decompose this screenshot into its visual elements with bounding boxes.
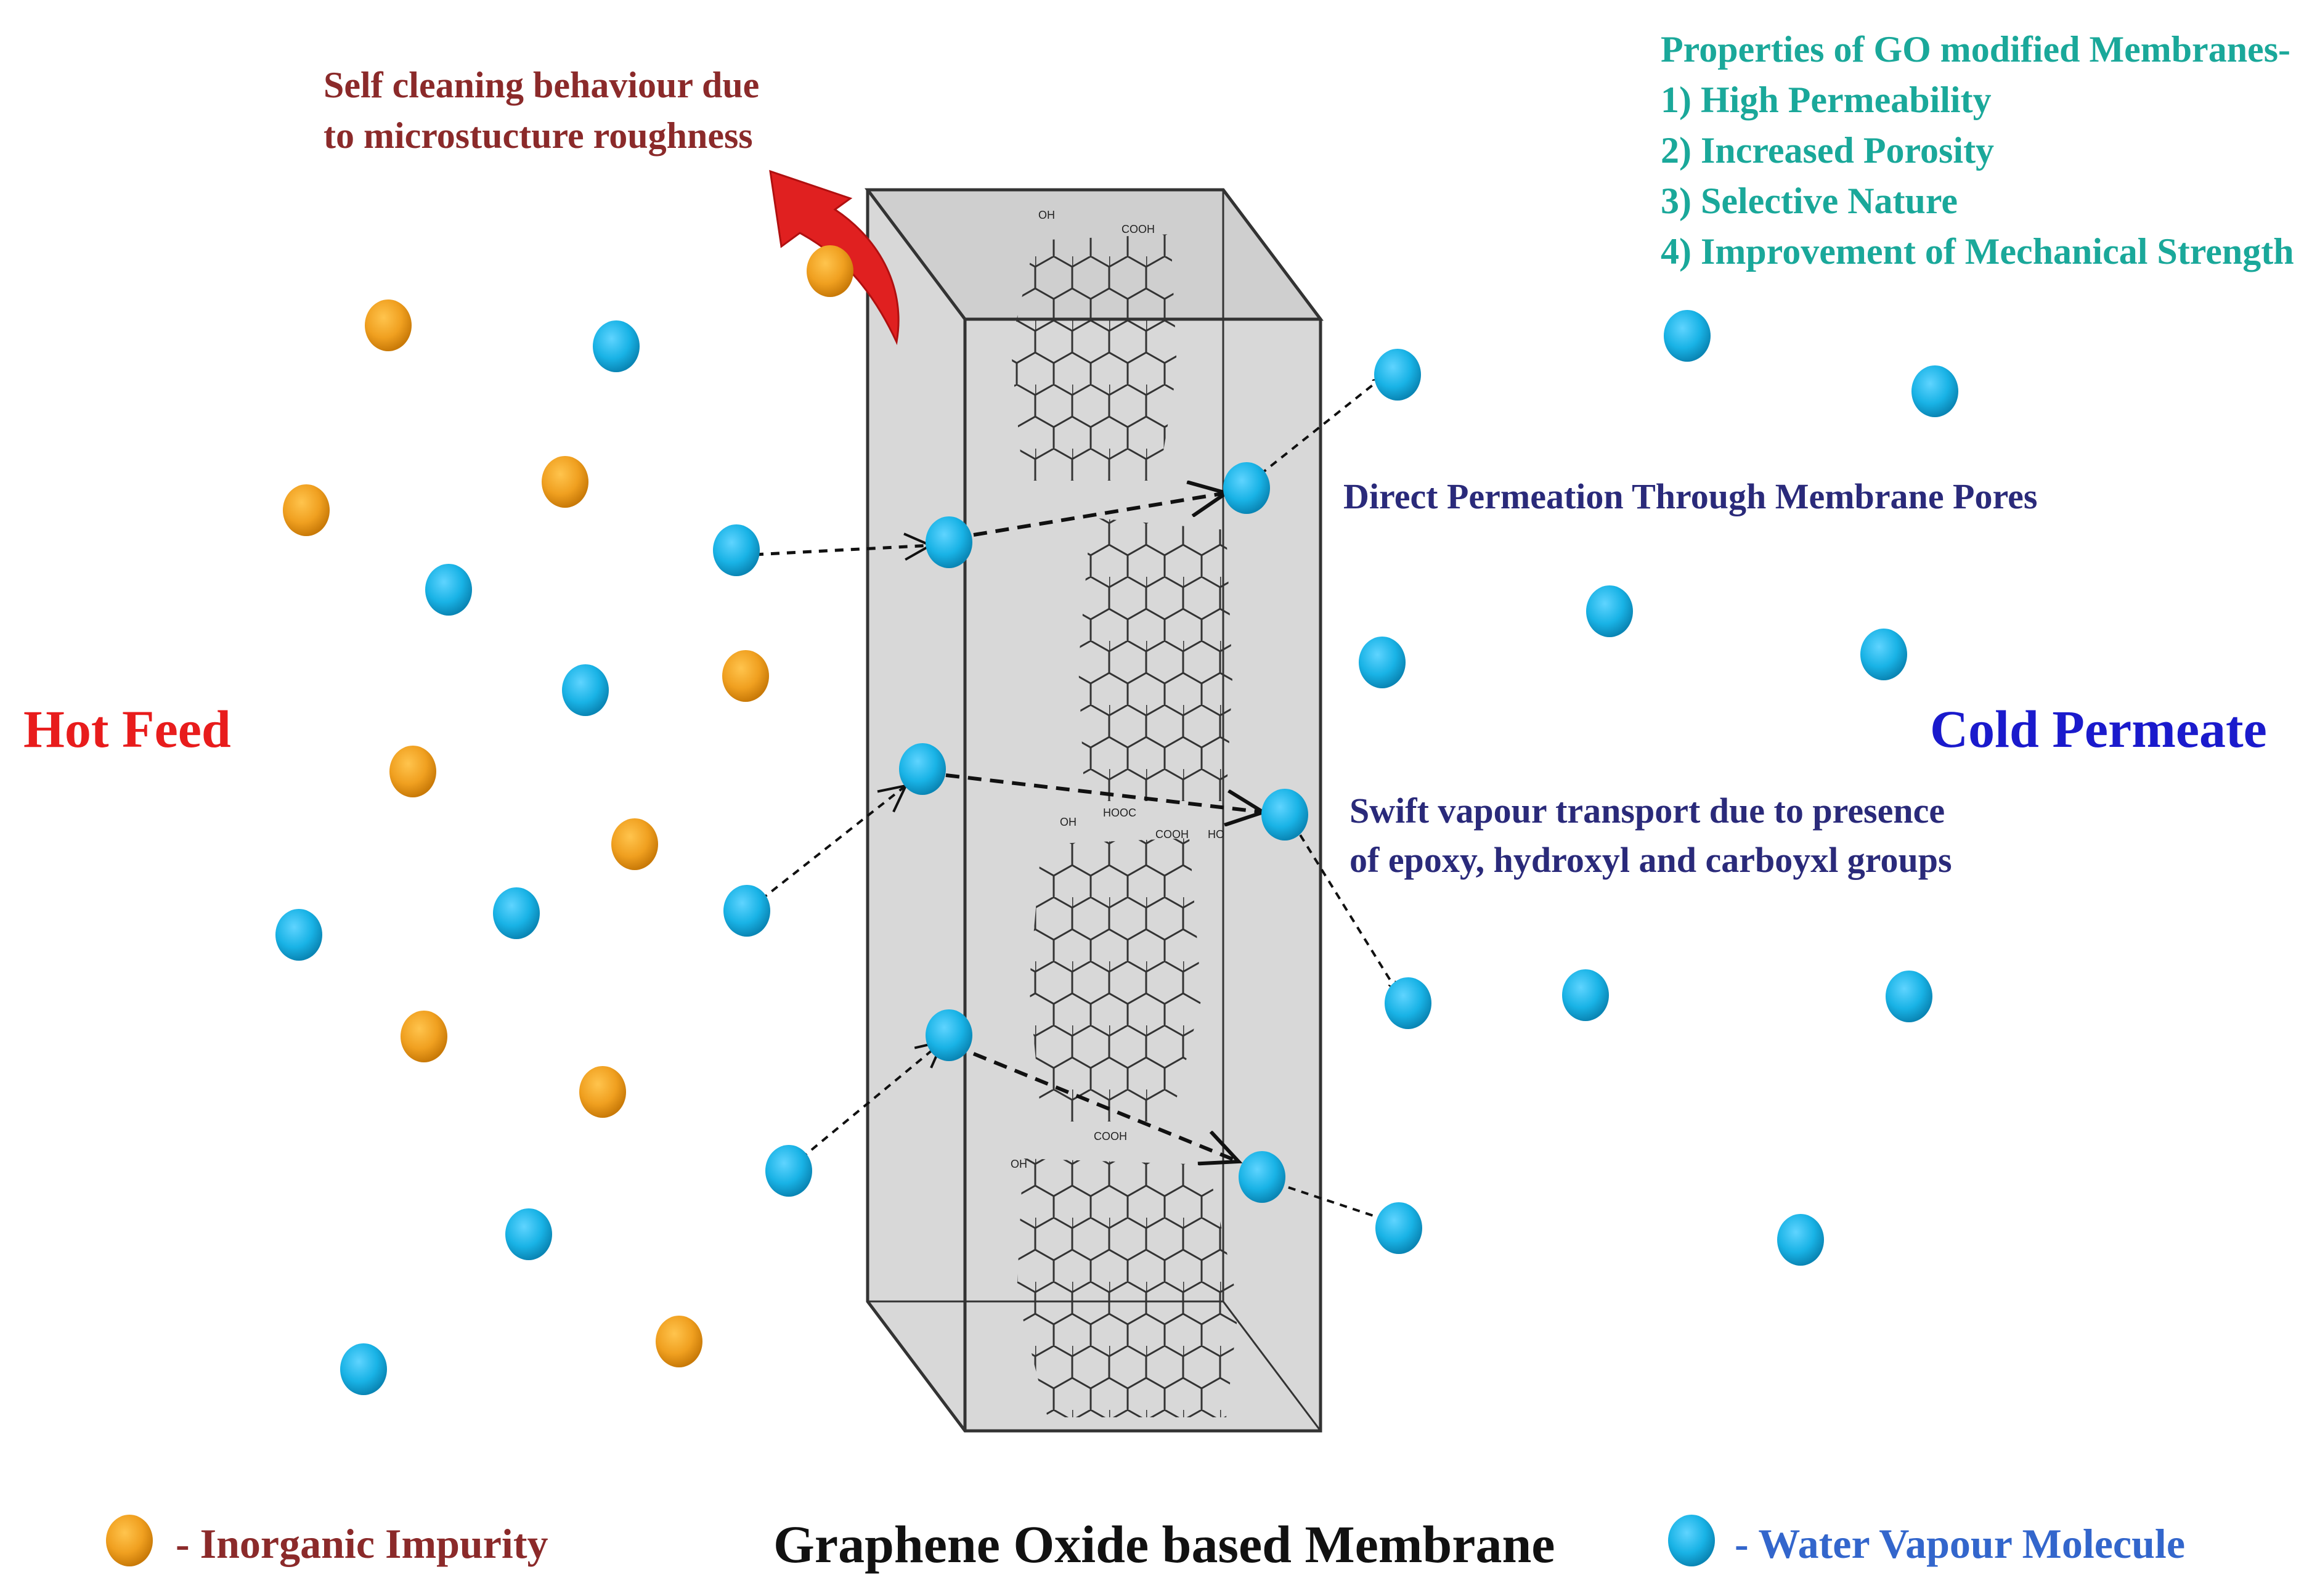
property-item-3: 3) Selective Nature [1661,181,1958,221]
water-molecule [1261,789,1308,841]
water-molecule [493,887,540,939]
water-molecule [899,743,946,795]
properties-title: Properties of GO modified Membranes- [1661,29,2290,70]
water-molecule [593,320,640,372]
water-molecule [505,1208,552,1260]
water-molecule [1777,1214,1824,1266]
label-hooc-mid: HOOC [1103,807,1136,819]
graphene-sheet-lower [1029,838,1202,1122]
hot-feed-label: Hot Feed [23,699,231,759]
water-molecule [1911,365,1958,417]
label-oh-mid: OH [1060,816,1077,828]
self-cleaning-arrow [769,169,900,345]
label-cooh-top: COOH [1121,223,1155,235]
label-cooh-low: COOH [1094,1130,1127,1142]
water-molecule [425,564,472,616]
impurity-particle [807,245,853,297]
water-molecule [1586,585,1633,637]
water-molecule [1860,629,1907,680]
arrow-feed-to-pore-2 [760,784,908,901]
impurity-particle [365,299,412,351]
self-cleaning-line-2: to microstucture roughness [324,115,753,156]
graphene-sheet-bottom [1017,1158,1239,1417]
water-vapour-molecules [275,310,1958,1395]
water-molecule [926,1009,972,1061]
water-molecule [723,885,770,937]
water-molecule [340,1343,387,1395]
water-molecule [562,664,609,716]
impurity-particle [389,746,436,797]
graphene-oxide-sheet: OH COOH OH HOOC COOH HO COOH OH [1011,209,1239,1417]
label-oh-top: OH [1038,209,1055,221]
water-molecule [1223,462,1270,514]
self-cleaning-line-1: Self cleaning behaviour due [324,65,759,105]
graphene-sheet-upper [1011,234,1177,481]
water-molecule [765,1145,812,1197]
arrow-feed-to-pore-3 [800,1040,945,1160]
arrow-pore-2-to-permeate [945,773,1263,812]
swift-transport-line-2: of epoxy, hydroxyl and carboyxl groups [1349,840,1952,880]
label-oh-low: OH [1011,1158,1027,1170]
impurity-particle [611,818,658,870]
legend-water-label: - Water Vapour Molecule [1735,1520,2185,1567]
water-molecule [1385,977,1431,1029]
red-curved-arrow [769,169,900,345]
legend-impurity-swatch [106,1515,153,1566]
transport-arrows [754,378,1397,1223]
graphene-sheet-middle [1078,518,1232,801]
arrow-permeate-down [1299,834,1397,989]
swift-transport-line-1: Swift vapour transport due to presence [1349,791,1945,831]
water-molecule [1359,637,1406,688]
water-molecule [1375,1202,1422,1254]
impurity-particle [722,650,769,702]
label-cooh-mid: COOH [1155,828,1189,841]
impurity-particle [579,1066,626,1118]
impurity-particle [542,456,588,508]
impurity-particle [401,1011,447,1062]
cold-permeate-label: Cold Permeate [1930,699,2267,759]
legend-water-swatch [1668,1515,1715,1566]
membrane-caption: Graphene Oxide based Membrane [773,1515,1555,1574]
water-molecule [1886,971,1932,1022]
impurity-particles [283,245,853,1367]
impurity-particle [283,484,330,536]
legend-impurity-label: - Inorganic Impurity [176,1520,548,1567]
water-molecule [1239,1151,1285,1203]
water-molecule [1664,310,1711,362]
water-molecule [713,524,760,576]
direct-permeation-label: Direct Permeation Through Membrane Pores [1343,476,2038,516]
arrow-pore-3-to-permeate [972,1052,1239,1162]
arrow-feed-to-pore-1 [754,532,934,561]
property-item-2: 2) Increased Porosity [1661,130,1994,171]
impurity-particle [656,1316,702,1367]
water-molecule [1562,969,1609,1021]
water-molecule [926,516,972,568]
property-item-4: 4) Improvement of Mechanical Strength [1661,231,2294,272]
membrane-edge-bottom-right [1222,1301,1322,1431]
legend: - Inorganic Impurity - Water Vapour Mole… [106,1515,2185,1567]
text-labels: Self cleaning behaviour due to microstuc… [23,29,2294,1574]
property-item-1: 1) High Permeability [1661,79,1992,120]
water-molecule [275,909,322,961]
label-ho-mid: HO [1208,828,1224,841]
arrow-permeate-up [1259,378,1380,476]
water-molecule [1374,349,1421,401]
